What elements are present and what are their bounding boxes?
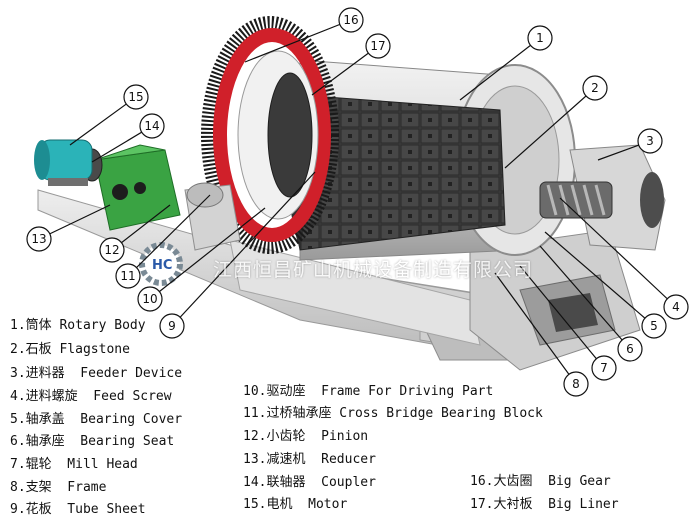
callout-leader-10	[149, 207, 266, 300]
callout-circle-2	[582, 75, 608, 101]
callout-circle-9	[159, 313, 185, 339]
callout-circle-3	[637, 128, 663, 154]
callout-number-9: 9	[168, 319, 176, 333]
callout-number-11: 11	[120, 269, 135, 283]
callout-number-4: 4	[672, 300, 680, 314]
callout-circle-16	[338, 7, 364, 33]
feeder-device	[569, 144, 666, 251]
callout-number-5: 5	[650, 319, 658, 333]
callout-circle-8	[563, 371, 589, 397]
callout-number-7: 7	[600, 361, 608, 375]
callout-leader-5	[544, 231, 655, 327]
callout-circle-1	[527, 25, 553, 51]
callout-leader-4	[559, 197, 677, 308]
callout-circle-17	[365, 33, 391, 59]
callout-circle-7	[591, 355, 617, 381]
callout-number-3: 3	[646, 134, 654, 148]
callout-number-8: 8	[572, 377, 580, 391]
callout-circle-11	[115, 263, 141, 289]
callout-circle-12	[99, 237, 125, 263]
callout-circle-6	[617, 336, 643, 362]
callout-number-12: 12	[104, 243, 119, 257]
callout-leader-13	[38, 204, 111, 240]
support-frame	[469, 229, 641, 371]
callout-leader-17	[311, 45, 379, 96]
company-logo: HC	[139, 242, 183, 286]
callout-number-17: 17	[370, 39, 385, 53]
callout-circle-5	[641, 313, 667, 339]
big-gear	[201, 16, 339, 254]
feed-screw	[539, 181, 613, 219]
callout-number-13: 13	[31, 232, 46, 246]
callout-leader-7	[519, 265, 605, 369]
callout-circle-15	[123, 84, 149, 110]
callout-number-2: 2	[591, 81, 599, 95]
callout-leader-6	[539, 245, 631, 350]
callout-leader-16	[244, 19, 352, 63]
callout-number-15: 15	[128, 90, 143, 104]
logo-letters: HC	[152, 258, 172, 273]
cross-bridge-bearing-block	[184, 182, 241, 251]
callout-number-1: 1	[536, 31, 544, 45]
callout-circle-14	[139, 113, 165, 139]
callout-leader-15	[69, 96, 137, 146]
callout-number-6: 6	[626, 342, 634, 356]
company-watermark: 江西恒昌矿山机械设备制造有限公司	[213, 259, 534, 281]
callout-leader-11	[127, 194, 211, 277]
callout-leader-2	[504, 87, 596, 169]
callout-leader-8	[494, 272, 577, 385]
callout-circle-13	[26, 226, 52, 252]
reducer	[94, 144, 181, 231]
callout-number-10: 10	[142, 292, 157, 306]
callout-number-14: 14	[144, 119, 159, 133]
callout-circle-4	[663, 294, 689, 320]
callout-circle-10	[137, 286, 163, 312]
callout-number-16: 16	[343, 13, 358, 27]
callout-leader-9	[171, 171, 316, 327]
callout-leader-1	[459, 37, 541, 101]
motor	[34, 139, 93, 186]
